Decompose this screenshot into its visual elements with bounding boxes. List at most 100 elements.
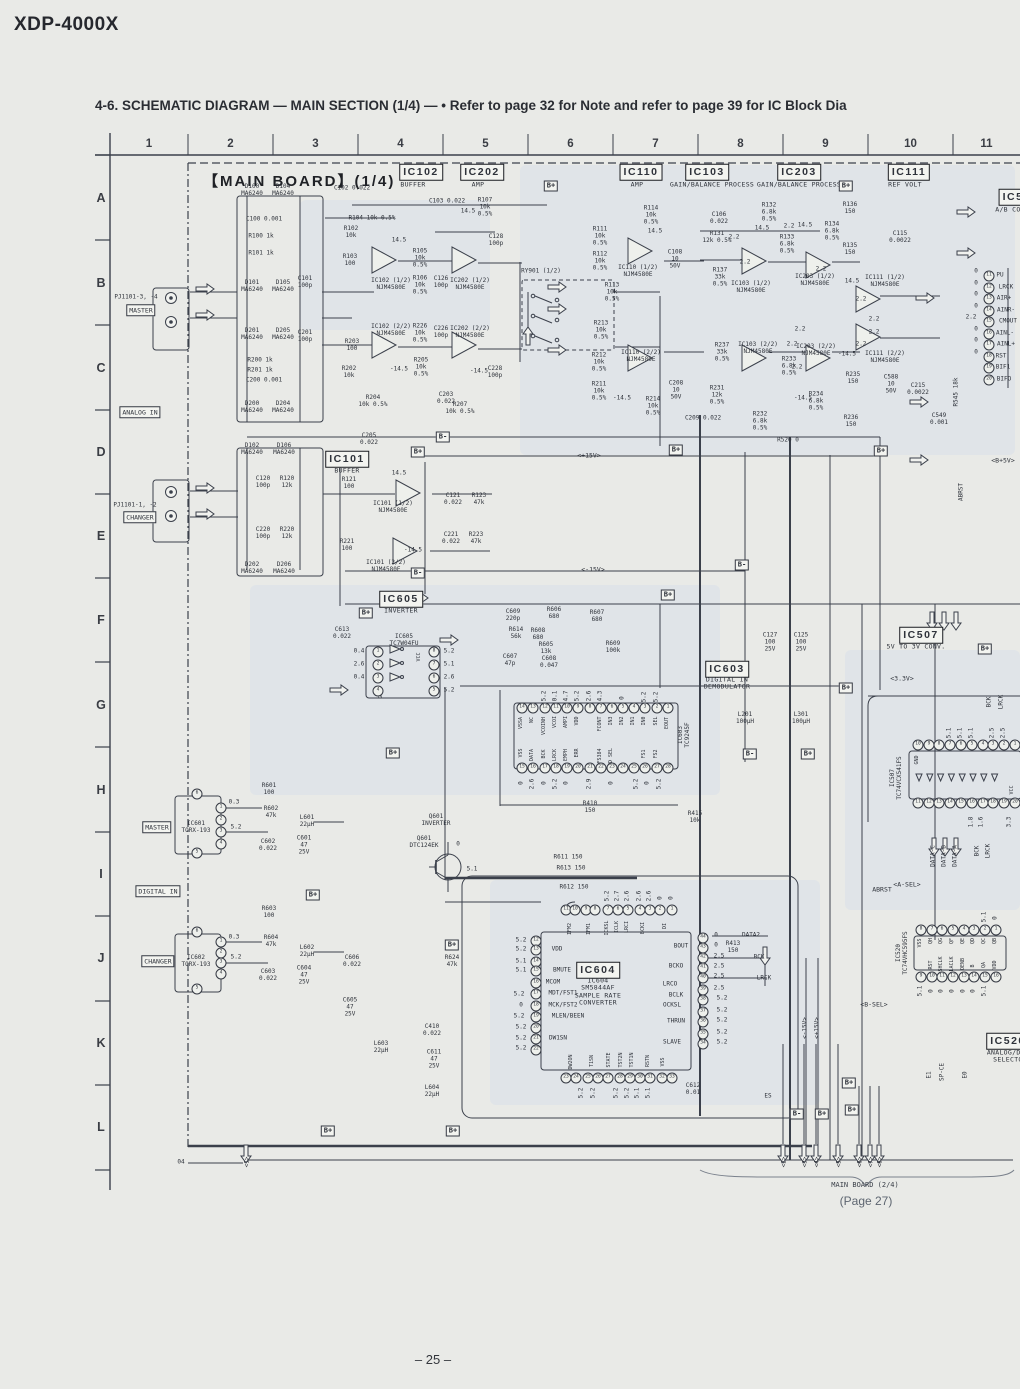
component-label: THRUN	[666, 1017, 686, 1025]
component-label: C220 100p	[255, 526, 271, 540]
component-label: R132 6.8k 0.5%	[761, 201, 777, 223]
component-label: IC111 (2/2) NJM4580E	[865, 350, 905, 364]
component-label: ERR	[574, 748, 581, 758]
component-label: IC103 (2/2) NJM4580E	[738, 341, 778, 355]
pin-number: 26	[639, 762, 651, 774]
component-label: L604 22μH	[424, 1084, 440, 1098]
component-label: 2.5	[988, 727, 996, 739]
component-label: C125 100 25V	[793, 631, 809, 653]
power-flag: B+	[358, 607, 374, 619]
component-label: R520 0	[777, 436, 799, 444]
component-label: LRCK	[552, 748, 559, 762]
ic-label: IC520	[986, 1032, 1020, 1050]
component-label: EOUT	[664, 716, 671, 730]
page-title: XDP-4000X	[14, 14, 119, 35]
component-label: R112 10k 0.5%	[592, 250, 608, 272]
component-label: 2.2	[783, 222, 795, 230]
pin-number: 24	[617, 762, 629, 774]
component-label: QD	[970, 937, 977, 945]
component-label: ANALOG/DIGI SELECTOR	[986, 1048, 1020, 1064]
component-label: 0.1	[551, 690, 559, 702]
component-label: C201 100p	[297, 329, 313, 343]
component-label: C101 100p	[297, 275, 313, 289]
component-label: DATA-A	[951, 845, 959, 867]
ic-label: IC110	[619, 163, 663, 181]
component-label: 0	[618, 696, 626, 700]
component-label: 5.1	[980, 985, 988, 997]
scan-tint	[845, 650, 1020, 910]
ic-label: IC605	[379, 590, 423, 608]
pin-number: 13	[527, 702, 539, 714]
grid-column-label: 6	[567, 138, 574, 150]
component-label: C126 100p	[433, 275, 449, 289]
ic-label: IC101	[325, 450, 369, 468]
pin-number: 9	[915, 971, 927, 983]
component-label: QA	[981, 961, 988, 969]
pin-number: 1	[662, 702, 674, 714]
component-label: 5.1	[466, 865, 478, 873]
component-label: FS2	[653, 749, 660, 759]
component-label: <7>	[867, 1156, 875, 1168]
pin-number: 8	[933, 739, 945, 751]
pin-number: 11	[550, 702, 562, 714]
pin-number: 17	[530, 988, 542, 1000]
component-label: R135 150	[842, 242, 858, 256]
pin-number: 15	[979, 971, 991, 983]
component-label: ABRST	[957, 482, 965, 502]
component-label: MCOM	[545, 978, 561, 986]
component-label: 5.2	[632, 778, 640, 790]
component-label: OENB	[960, 957, 967, 971]
pin-number: 3	[215, 957, 227, 969]
component-label: 5.2	[716, 1028, 728, 1036]
component-label: 5.1	[967, 727, 975, 739]
component-label: IC603 TC9245F	[677, 722, 691, 748]
component-label: 0	[927, 989, 935, 993]
component-label: 2.6	[645, 890, 653, 902]
component-label: 5.2	[573, 690, 581, 702]
component-label: R211 10k 0.5%	[591, 380, 607, 402]
pin-number: 8	[589, 904, 601, 916]
component-label: 2.5	[713, 952, 725, 960]
pin-number: 22	[530, 1044, 542, 1056]
component-label: T1SN	[589, 1054, 596, 1068]
component-label: RST	[995, 352, 1007, 360]
component-label: -14.5	[793, 394, 813, 402]
component-label: C209 0.022	[684, 414, 722, 422]
component-label: 2.2	[855, 295, 867, 303]
pin-number: 7	[428, 659, 440, 671]
component-label: R123 47k	[471, 492, 487, 506]
board-label: 【MAIN BOARD】(1/4)	[203, 173, 396, 190]
section-title: 4-6. SCHEMATIC DIAGRAM — MAIN SECTION (1…	[95, 98, 438, 113]
component-label: R545 18k	[952, 377, 960, 407]
grid-column-label: 11	[980, 138, 993, 150]
component-label: AMP	[630, 180, 644, 189]
component-label: 5.2	[655, 778, 663, 790]
pin-number: 17	[539, 762, 551, 774]
pin-number: 8	[428, 646, 440, 658]
component-label: R203 100	[344, 338, 360, 352]
component-label: 0	[974, 290, 978, 298]
connector-label: MASTER	[142, 821, 172, 833]
component-label: 5.2	[652, 691, 660, 703]
component-label: C226 100p	[433, 325, 449, 339]
pin-number: 13	[530, 944, 542, 956]
component-label: 0.4	[353, 647, 365, 655]
component-label: IC203 (2/2) NJM4580E	[796, 343, 836, 357]
component-label: IC602 TORX-193	[181, 954, 211, 968]
component-label: RST	[928, 960, 935, 970]
component-label: QH	[928, 937, 935, 945]
component-label: 2.6	[623, 890, 631, 902]
pin-number: 15	[516, 762, 528, 774]
component-label: 2.2	[728, 233, 740, 241]
component-label: C605 47 25V	[342, 996, 358, 1018]
component-label: 5.2	[230, 823, 242, 831]
component-label: IN0	[641, 716, 648, 726]
component-label: IC507 TC74VCX541FS	[889, 756, 903, 800]
pin-number: 2	[998, 739, 1010, 751]
component-label: -14.5	[612, 394, 632, 402]
grid-row-label: H	[96, 783, 106, 797]
component-label: 14.5	[754, 224, 770, 232]
component-label: IFM2	[567, 922, 574, 936]
component-label: VSSA	[518, 716, 525, 730]
power-flag: B-	[734, 559, 750, 571]
